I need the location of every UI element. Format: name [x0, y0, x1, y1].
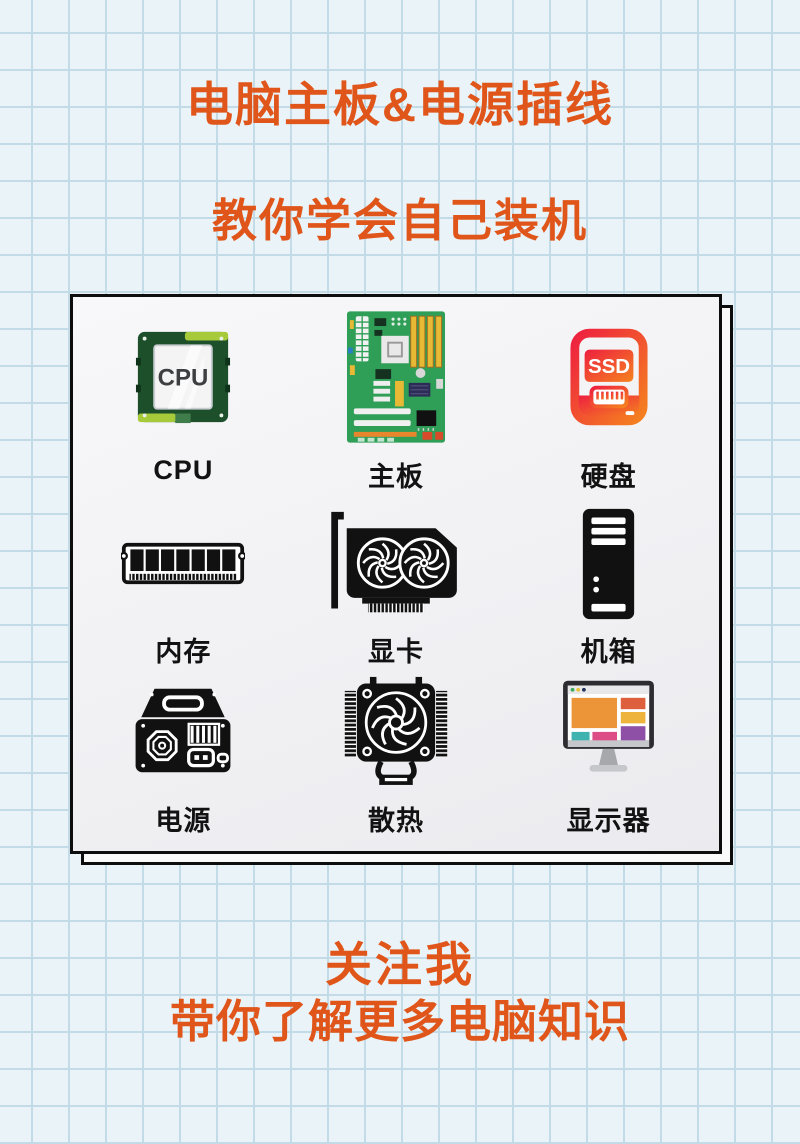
svg-text:CPU: CPU [158, 365, 209, 392]
component-label-ram: 内存 [155, 637, 212, 667]
ssd-icon: SSD [570, 328, 648, 426]
footer-line2: 带你了解更多电脑知识 [169, 996, 630, 1047]
components-card: CPU CPU [70, 294, 722, 854]
component-ram: 内存 [77, 505, 290, 669]
monitor-icon [563, 680, 655, 772]
ram-stick-icon [121, 542, 246, 585]
component-motherboard: 主板 [290, 307, 503, 505]
component-cpu: CPU CPU [77, 307, 290, 505]
component-label-monitor: 显示器 [566, 806, 651, 836]
poster-title: 电脑主板&电源插线 [186, 78, 614, 131]
component-label-psu: 电源 [155, 806, 212, 836]
poster-footer: 关注我 带你了解更多电脑知识 [0, 936, 800, 1050]
component-psu: 电源 [77, 669, 290, 851]
svg-text:SSD: SSD [588, 355, 630, 378]
component-label-cooler: 散热 [367, 806, 424, 836]
component-case: 机箱 [502, 505, 715, 669]
motherboard-icon [346, 311, 446, 443]
component-label-ssd: 硬盘 [580, 462, 637, 492]
cpu-chip-icon: CPU [136, 331, 231, 424]
component-label-gpu: 显卡 [367, 637, 424, 667]
components-grid: CPU CPU [73, 297, 719, 851]
component-ssd: SSD 硬盘 [502, 307, 715, 505]
component-label-cpu: CPU [153, 455, 214, 485]
graphics-card-icon [331, 511, 457, 612]
component-gpu: 显卡 [290, 505, 503, 669]
cpu-cooler-icon [344, 676, 448, 785]
footer-line1: 关注我 [325, 938, 475, 991]
component-cooler: 散热 [290, 669, 503, 851]
component-label-motherboard: 主板 [367, 462, 424, 492]
poster-subtitle: 教你学会自己装机 [211, 195, 588, 246]
pc-case-icon [583, 508, 635, 619]
power-supply-icon [135, 688, 231, 772]
component-label-case: 机箱 [580, 637, 637, 667]
component-monitor: 显示器 [502, 669, 715, 851]
